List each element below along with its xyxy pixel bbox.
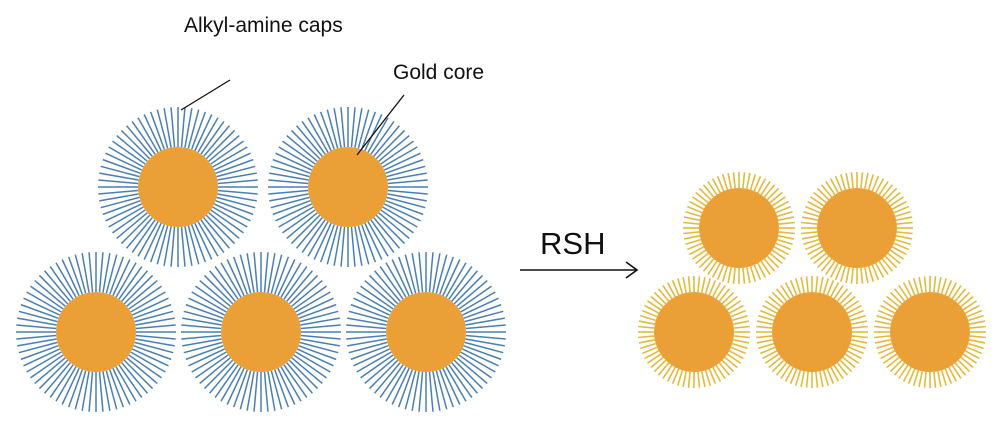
alkyl-amine-caps-label: Alkyl-amine caps [184,14,343,37]
amine-nanoparticle-2 [268,107,428,267]
gold-core [654,292,734,372]
amine-capped-nanoparticles [16,107,506,412]
amine-nanoparticle-1 [98,107,258,267]
gold-core [308,147,388,227]
gold-core [817,188,897,268]
amine-nanoparticle-5 [346,252,506,412]
ligand-shell [98,107,258,267]
thiol-nanoparticle-2 [801,172,913,284]
core-leader-line [356,94,405,156]
ligand-shell [346,252,506,412]
ligand-shell [683,172,795,284]
ligand-shell [181,252,341,412]
gold-core [221,292,301,372]
rsh-reagent-label: RSH [540,226,606,261]
ligand-shell [268,107,428,267]
ligand-shell [638,276,750,388]
thiol-capped-nanoparticles [638,172,986,388]
reaction-arrow [520,261,639,279]
gold-core [56,292,136,372]
thiol-nanoparticle-5 [874,276,986,388]
ligand-shell [874,276,986,388]
thiol-nanoparticle-3 [638,276,750,388]
thiol-nanoparticle-4 [756,276,868,388]
gold-core [890,292,970,372]
amine-nanoparticle-4 [181,252,341,412]
gold-core [138,147,218,227]
caps-leader-line [180,79,231,111]
ligand-shell [16,252,176,412]
ligand-shell [756,276,868,388]
gold-core [386,292,466,372]
gold-core [699,188,779,268]
thiol-nanoparticle-1 [683,172,795,284]
gold-core [772,292,852,372]
amine-nanoparticle-3 [16,252,176,412]
gold-core-label: Gold core [393,61,485,84]
ligand-shell [801,172,913,284]
